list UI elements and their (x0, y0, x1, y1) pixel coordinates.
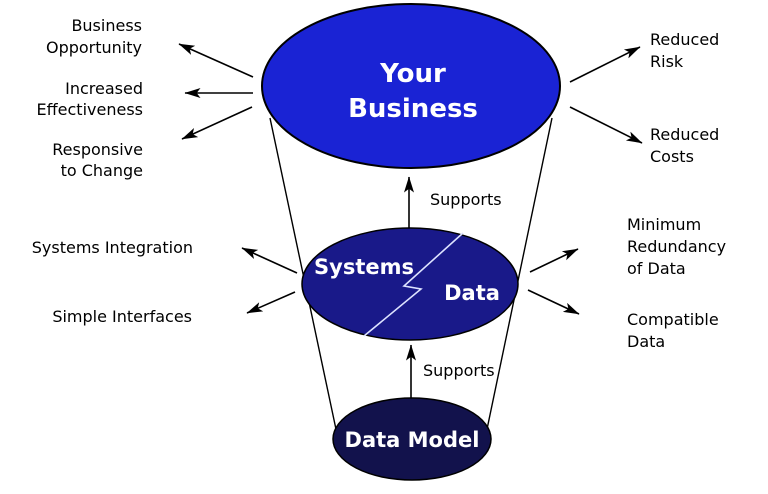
label-minimum-redundancy-line3: of Data (627, 259, 686, 278)
your-business-label: Your Business (348, 59, 478, 124)
label-business-opportunity: Business Opportunity (46, 16, 142, 57)
arrow-systems-integration (241, 247, 298, 274)
arrow-responsive-to-change (181, 106, 253, 140)
arrow-reduced-risk (569, 46, 641, 83)
systems-data-node (301, 227, 519, 341)
label-compatible-data: Compatible Data (627, 310, 719, 351)
label-responsive-to-change: Responsive to Change (52, 140, 143, 180)
label-increased-effectiveness: Increased Effectiveness (37, 79, 143, 119)
label-minimum-redundancy-line1: Minimum (627, 215, 701, 234)
funnel-right-line (485, 117, 553, 435)
label-business-opportunity-line2: Opportunity (46, 38, 142, 57)
label-business-opportunity-line1: Business (71, 16, 142, 35)
supports-lower-label: Supports (423, 361, 495, 380)
arrow-business-opportunity (178, 43, 254, 78)
label-reduced-risk-line2: Risk (650, 52, 684, 71)
label-compatible-data-line2: Data (627, 332, 665, 351)
supports-upper-label: Supports (430, 190, 502, 209)
arrow-simple-interfaces (246, 291, 296, 314)
label-responsive-to-change-line1: Responsive (52, 140, 143, 159)
label-increased-effectiveness-line2: Effectiveness (37, 100, 143, 119)
data-label: Data (444, 281, 500, 305)
label-reduced-costs-line2: Costs (650, 147, 694, 166)
data-model-label: Data Model (345, 428, 480, 452)
your-business-label-line1: Your (379, 59, 446, 89)
your-business-label-line2: Business (348, 94, 478, 124)
label-systems-integration: Systems Integration (32, 238, 193, 257)
systems-data-divider-zigzag (363, 232, 464, 337)
label-simple-interfaces: Simple Interfaces (52, 307, 192, 326)
label-increased-effectiveness-line1: Increased (65, 79, 143, 98)
label-reduced-risk-line1: Reduced (650, 30, 719, 49)
label-reduced-costs: Reduced Costs (650, 125, 719, 166)
arrow-minimum-redundancy (529, 248, 579, 273)
label-reduced-costs-line1: Reduced (650, 125, 719, 144)
your-business-node (261, 3, 561, 169)
label-compatible-data-line1: Compatible (627, 310, 719, 329)
label-responsive-to-change-line2: to Change (61, 161, 143, 180)
arrow-reduced-costs (569, 106, 643, 144)
systems-label: Systems (314, 255, 414, 279)
data-model-node (332, 397, 492, 481)
label-reduced-risk: Reduced Risk (650, 30, 719, 71)
label-minimum-redundancy-line2: Redundancy (627, 237, 726, 256)
arrow-compatible-data (527, 289, 580, 315)
label-minimum-redundancy-of-data: Minimum Redundancy of Data (627, 215, 726, 278)
